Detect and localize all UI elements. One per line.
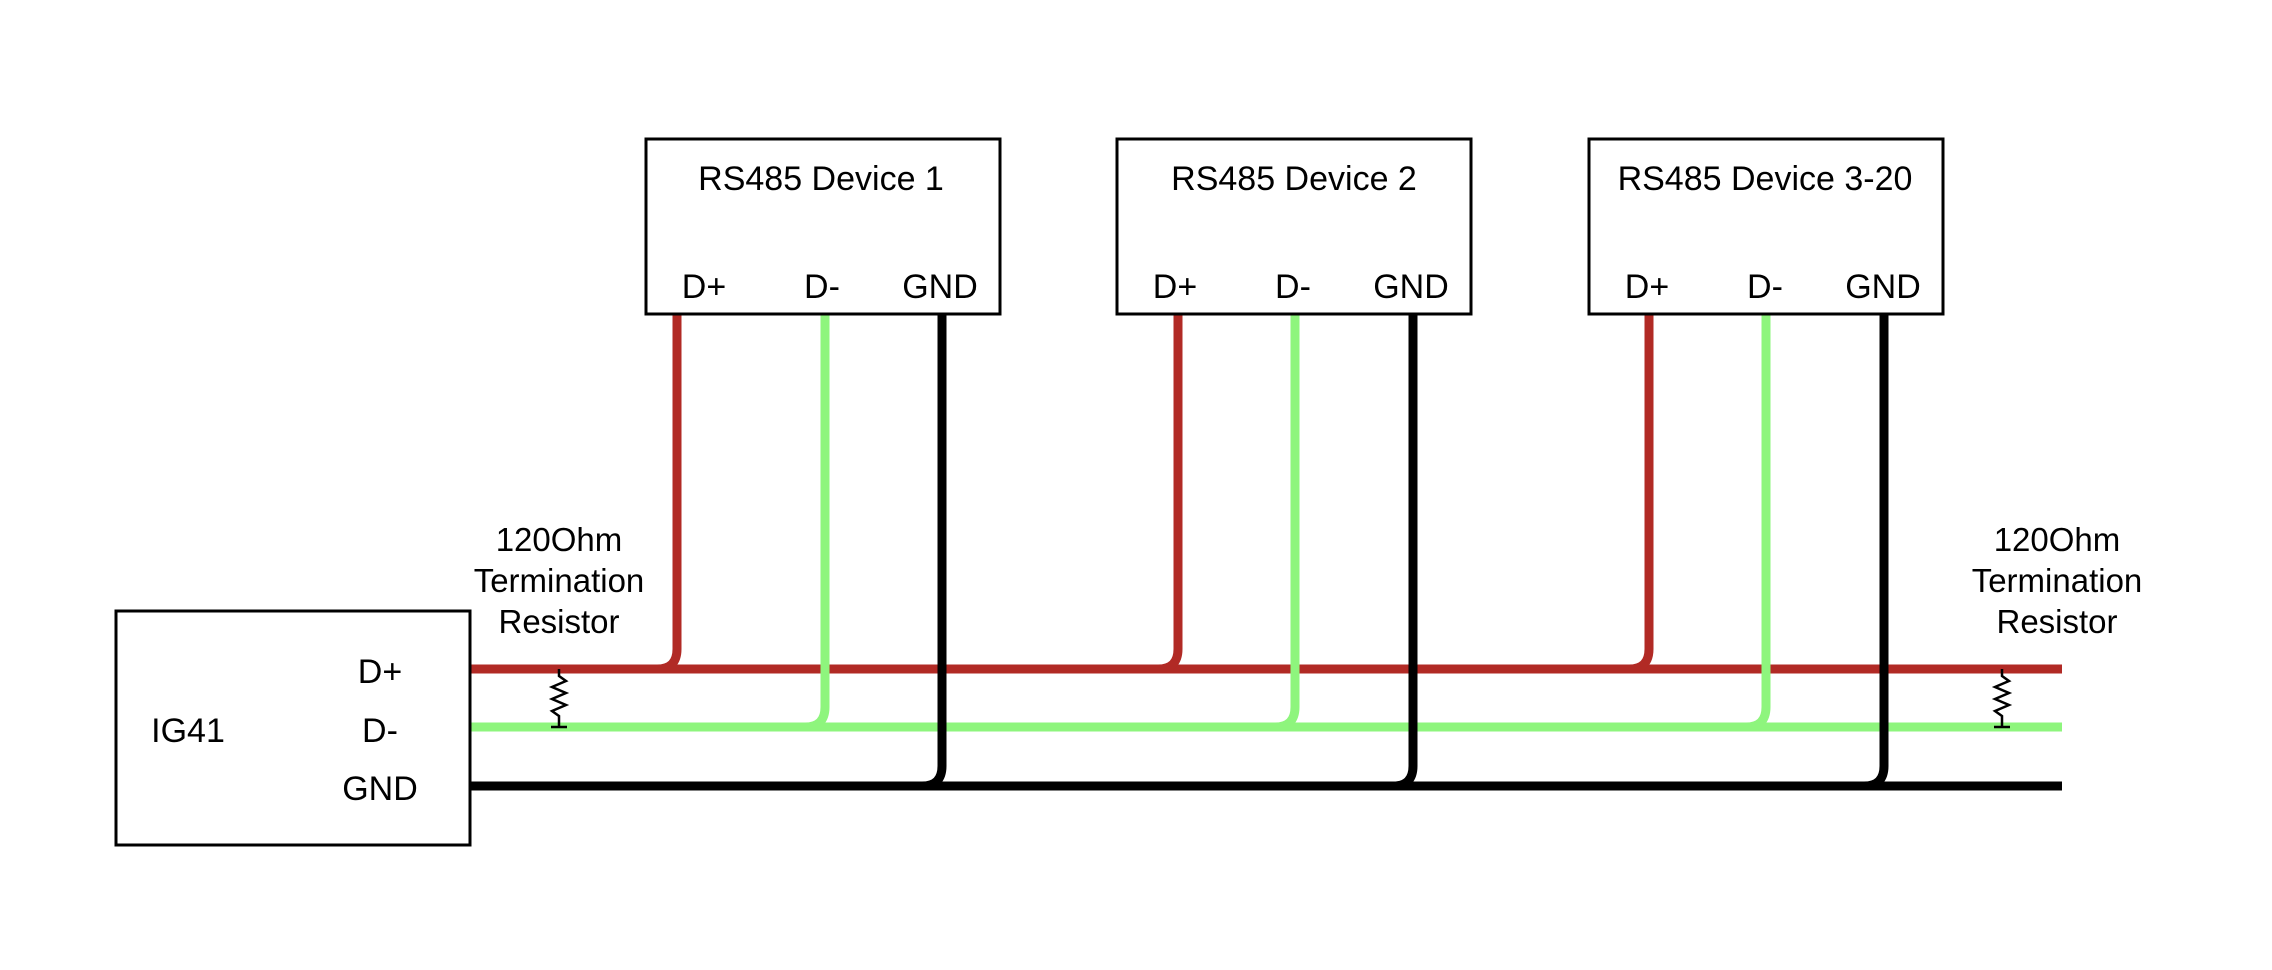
device-pin-d-plus: D+ [1153,268,1197,306]
drop-wires [640,314,1889,791]
resistor-label-line-2: Termination [474,562,645,599]
device-pin-d-plus: D+ [1625,268,1669,306]
device-1-gnd-drop-wire [905,314,947,791]
device-box [644,137,1002,316]
device-1-d-plus-drop-wire [640,314,682,674]
device-title: RS485 Device 1 [698,160,944,198]
device-pin-gnd: GND [902,268,978,306]
device-title: RS485 Device 2 [1171,160,1417,198]
resistor-label-line-3: Resistor [1996,603,2117,640]
device-1: RS485 Device 1 D+ D- GND [644,137,1002,316]
resistor-label-line-2: Termination [1972,562,2143,599]
controller-pin-d-plus: D+ [358,653,402,691]
device-2-gnd-drop-wire [1376,314,1418,791]
resistor-label-line-1: 120Ohm [1994,521,2121,558]
device-2-d-plus-drop-wire [1141,314,1183,674]
device-pin-gnd: GND [1845,268,1921,306]
device-pin-gnd: GND [1373,268,1449,306]
resistor-symbol [1991,669,2013,729]
device-box [1115,137,1473,316]
device-2-d-minus-drop-wire [1258,314,1300,732]
device-2: RS485 Device 2 D+ D- GND [1115,137,1473,316]
device-3-20-d-minus-drop-wire [1729,314,1771,732]
resistor-label-line-1: 120Ohm [496,521,623,558]
device-3-20-gnd-drop-wire [1847,314,1889,791]
device-pin-d-minus: D- [1275,268,1311,306]
termination-resistor-left: 120Ohm Termination Resistor [474,521,645,729]
device-box [1587,137,1945,316]
controller-pin-gnd: GND [342,770,418,808]
device-pin-d-minus: D- [804,268,840,306]
controller-pin-d-minus: D- [362,712,398,750]
device-1-d-minus-drop-wire [788,314,830,732]
termination-resistor-right: 120Ohm Termination Resistor [1972,521,2143,729]
device-3-20: RS485 Device 3-20 D+ D- GND [1587,137,1945,316]
device-pin-d-plus: D+ [682,268,726,306]
device-3-20-d-plus-drop-wire [1612,314,1654,674]
controller-name: IG41 [151,712,225,750]
device-title: RS485 Device 3-20 [1618,160,1913,198]
controller-ig41: IG41 D+ D- GND [114,609,472,847]
controller-box [114,609,472,847]
resistor-label-line-3: Resistor [498,603,619,640]
resistor-symbol [548,669,570,729]
device-pin-d-minus: D- [1747,268,1783,306]
